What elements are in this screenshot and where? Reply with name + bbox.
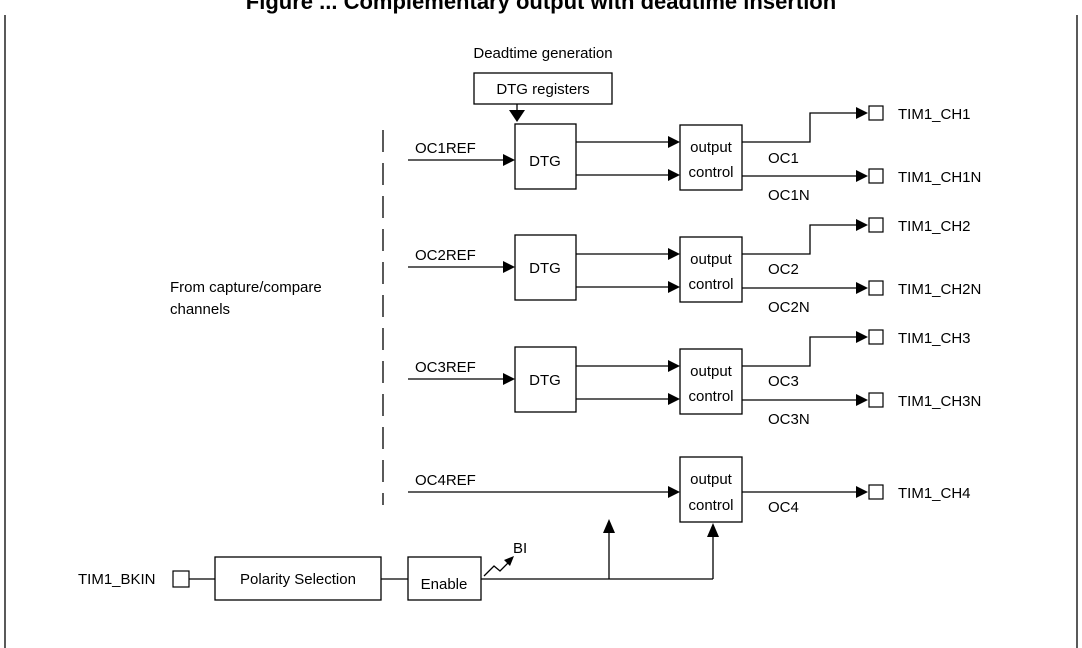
- from-channels-label-2: channels: [170, 301, 230, 318]
- tim1-ch2n-terminal: [868, 280, 884, 296]
- oc3n-arrowhead: [856, 394, 868, 406]
- bi-zigzag: [483, 561, 510, 577]
- oc2-line: [742, 224, 856, 255]
- oc3ref-arrowhead: [503, 373, 515, 385]
- dtg-3-outn-arrowhead: [668, 393, 680, 405]
- oc1-arrowhead: [856, 107, 868, 119]
- tim1-ch4-terminal: [868, 484, 884, 500]
- oc2-arrowhead: [856, 219, 868, 231]
- output-control-3-label-b: control: [688, 388, 733, 405]
- tim1-bkin-terminal: [172, 570, 190, 588]
- tim1-ch3n-label: TIM1_CH3N: [898, 393, 981, 410]
- polarity-selection-label: Polarity Selection: [240, 571, 356, 588]
- oc3-arrowhead: [856, 331, 868, 343]
- from-channels-label-1: From capture/compare: [170, 279, 322, 296]
- output-control-2-box: [679, 236, 743, 303]
- polarity-selection-box: [214, 556, 382, 601]
- oc1ref-label: OC1REF: [415, 140, 476, 157]
- break-to-output-control-arrowhead: [707, 523, 719, 537]
- tim1-ch2-label: TIM1_CH2: [898, 218, 971, 235]
- output-control-2-label-a: output: [690, 251, 733, 268]
- dtg-3-out-arrowhead: [668, 360, 680, 372]
- output-control-2-label-b: control: [688, 276, 733, 293]
- output-control-1-box: [679, 124, 743, 191]
- dtg-registers-arrowhead: [509, 110, 525, 122]
- output-control-3-label-a: output: [690, 363, 733, 380]
- dtg-1-outn-arrowhead: [668, 169, 680, 181]
- oc4ref-arrowhead: [668, 486, 680, 498]
- oc3n-label: OC3N: [768, 411, 810, 428]
- output-control-4-box: [679, 456, 743, 523]
- tim1-ch2-terminal: [868, 217, 884, 233]
- tim1-ch2n-label: TIM1_CH2N: [898, 281, 981, 298]
- oc2-label: OC2: [768, 261, 799, 278]
- tim1-ch1-label: TIM1_CH1: [898, 106, 971, 123]
- tim1-ch4-label: TIM1_CH4: [898, 485, 971, 502]
- oc3ref-label: OC3REF: [415, 359, 476, 376]
- tim1-bkin-label: TIM1_BKIN: [78, 571, 156, 588]
- output-control-1-label-b: control: [688, 164, 733, 181]
- oc1n-arrowhead: [856, 170, 868, 182]
- tim1-ch1n-terminal: [868, 168, 884, 184]
- dtg-registers-box: [473, 72, 613, 105]
- oc4ref-label: OC4REF: [415, 472, 476, 489]
- output-control-4-label-b: control: [688, 497, 733, 514]
- tim1-ch1n-label: TIM1_CH1N: [898, 169, 981, 186]
- tim1-ch1-terminal: [868, 105, 884, 121]
- oc2ref-arrowhead: [503, 261, 515, 273]
- dtg-1-label: DTG: [529, 153, 561, 170]
- dtg-2-out-arrowhead: [668, 248, 680, 260]
- oc4-arrowhead: [856, 486, 868, 498]
- oc1ref-arrowhead: [503, 154, 515, 166]
- bi-arrowhead: [504, 556, 514, 566]
- dtg-1-out-arrowhead: [668, 136, 680, 148]
- tim1-ch3-terminal: [868, 329, 884, 345]
- oc2n-arrowhead: [856, 282, 868, 294]
- output-control-4-label-a: output: [690, 471, 733, 488]
- oc4-label: OC4: [768, 499, 799, 516]
- frame-border: [4, 15, 1078, 648]
- oc3-line: [742, 336, 856, 367]
- output-control-3-box: [679, 348, 743, 415]
- dtg-registers-label: DTG registers: [496, 81, 589, 98]
- enable-label: Enable: [421, 576, 468, 593]
- oc3-label: OC3: [768, 373, 799, 390]
- bi-label: BI: [513, 540, 527, 557]
- dtg-2-outn-arrowhead: [668, 281, 680, 293]
- oc1n-label: OC1N: [768, 187, 810, 204]
- oc1-line: [742, 112, 856, 143]
- tim1-ch3-label: TIM1_CH3: [898, 330, 971, 347]
- break-to-dtg-arrowhead: [603, 519, 615, 533]
- tim1-ch3n-terminal: [868, 392, 884, 408]
- enable-box: [407, 556, 482, 601]
- figure-title: Figure ... Complementary output with dea…: [245, 0, 837, 14]
- dtg-3-label: DTG: [529, 372, 561, 389]
- output-control-1-label-a: output: [690, 139, 733, 156]
- oc1-label: OC1: [768, 150, 799, 167]
- dtg-2-label: DTG: [529, 260, 561, 277]
- dtg-3-box: [514, 346, 577, 413]
- deadtime-generation-label: Deadtime generation: [473, 45, 612, 62]
- dtg-2-box: [514, 234, 577, 301]
- oc2ref-label: OC2REF: [415, 247, 476, 264]
- oc2n-label: OC2N: [768, 299, 810, 316]
- dtg-1-box: [514, 123, 577, 190]
